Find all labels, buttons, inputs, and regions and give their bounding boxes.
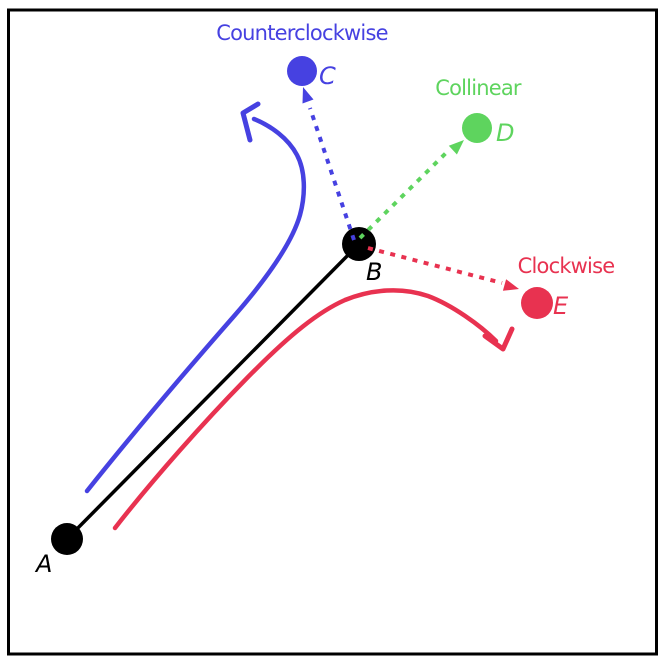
point-b-circle — [342, 227, 376, 261]
arrow-b-to-e-dashed — [367, 246, 503, 285]
point-e-label: E — [553, 292, 569, 320]
clockwise-arrowhead-icon — [482, 326, 515, 352]
counterclockwise-curved-arrow — [84, 116, 307, 494]
counterclockwise-label: Counterclockwise — [216, 21, 387, 45]
point-e-circle — [521, 287, 553, 319]
point-d-label: D — [496, 119, 514, 147]
point-c-label: C — [319, 62, 336, 90]
segment-ab-line — [65, 242, 361, 541]
point-a-label: A — [34, 550, 52, 578]
collinear-label: Collinear — [435, 76, 522, 100]
point-a-circle — [51, 523, 83, 555]
arrow-b-to-c-head-icon — [302, 87, 314, 104]
arrow-b-to-d-dashed — [358, 149, 450, 240]
point-c-circle — [287, 56, 317, 86]
frame-border — [7, 8, 658, 656]
counterclockwise-arrowhead-icon — [240, 101, 261, 143]
arrow-b-to-e-head-icon — [502, 279, 519, 291]
arrow-b-to-d-head-icon — [448, 140, 464, 155]
point-b-label: B — [366, 258, 382, 286]
arrow-b-to-c-dashed — [308, 107, 356, 241]
point-d-circle — [462, 113, 492, 143]
clockwise-label: Clockwise — [518, 254, 615, 278]
clockwise-curved-arrow — [112, 288, 499, 531]
